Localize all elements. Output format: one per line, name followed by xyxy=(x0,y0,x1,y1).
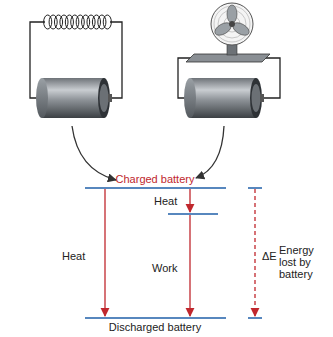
guard-ring xyxy=(214,6,250,42)
battery-terminal xyxy=(260,94,264,102)
fan-cage xyxy=(211,3,253,45)
arrow-label: Work xyxy=(152,262,177,274)
energy-level xyxy=(85,187,226,189)
level-label: Charged battery xyxy=(116,173,195,185)
battery-end xyxy=(100,84,109,112)
battery xyxy=(184,78,264,118)
battery xyxy=(36,78,112,118)
battery-end xyxy=(36,78,48,118)
delta-e-arrow xyxy=(254,189,255,316)
heating-coil xyxy=(44,15,112,29)
energy-level xyxy=(248,317,262,319)
battery-end xyxy=(184,78,196,118)
energy-level xyxy=(168,213,218,215)
battery-terminal xyxy=(108,94,112,102)
fan-hub xyxy=(229,21,235,27)
coil-turn xyxy=(103,15,111,29)
level-label: Discharged battery xyxy=(109,321,201,333)
heat-arrow xyxy=(189,189,190,212)
delta-symbol: ΔE xyxy=(262,250,277,262)
heat-arrow xyxy=(104,189,105,316)
battery-end xyxy=(252,84,261,112)
note-label: Energy lost by battery xyxy=(279,244,329,280)
wire xyxy=(262,58,280,98)
fan-guard xyxy=(214,6,250,42)
battery-body xyxy=(42,78,104,118)
energy-level xyxy=(85,317,226,319)
arrow-label: Heat xyxy=(62,250,85,262)
pointer-arrow xyxy=(72,126,116,180)
arrow-label: Heat xyxy=(154,195,177,207)
fan-blade xyxy=(227,5,237,23)
energy-level xyxy=(248,187,262,189)
work-arrow xyxy=(189,215,190,316)
battery-body xyxy=(190,78,256,118)
wire xyxy=(110,22,122,98)
pointer-arrow xyxy=(196,126,224,178)
